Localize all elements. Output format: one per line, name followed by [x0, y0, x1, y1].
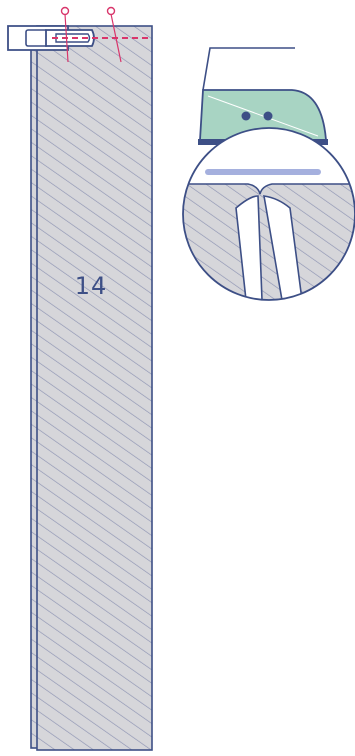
zipper-pull-icon — [7, 25, 95, 51]
steam-line — [205, 169, 321, 175]
pin-icon — [60, 6, 70, 63]
magnifier-detail-icon — [182, 127, 355, 301]
piece-number-label: 14 — [75, 272, 108, 300]
pin-icon — [106, 6, 122, 63]
fabric-strip-front-layer — [36, 25, 153, 751]
